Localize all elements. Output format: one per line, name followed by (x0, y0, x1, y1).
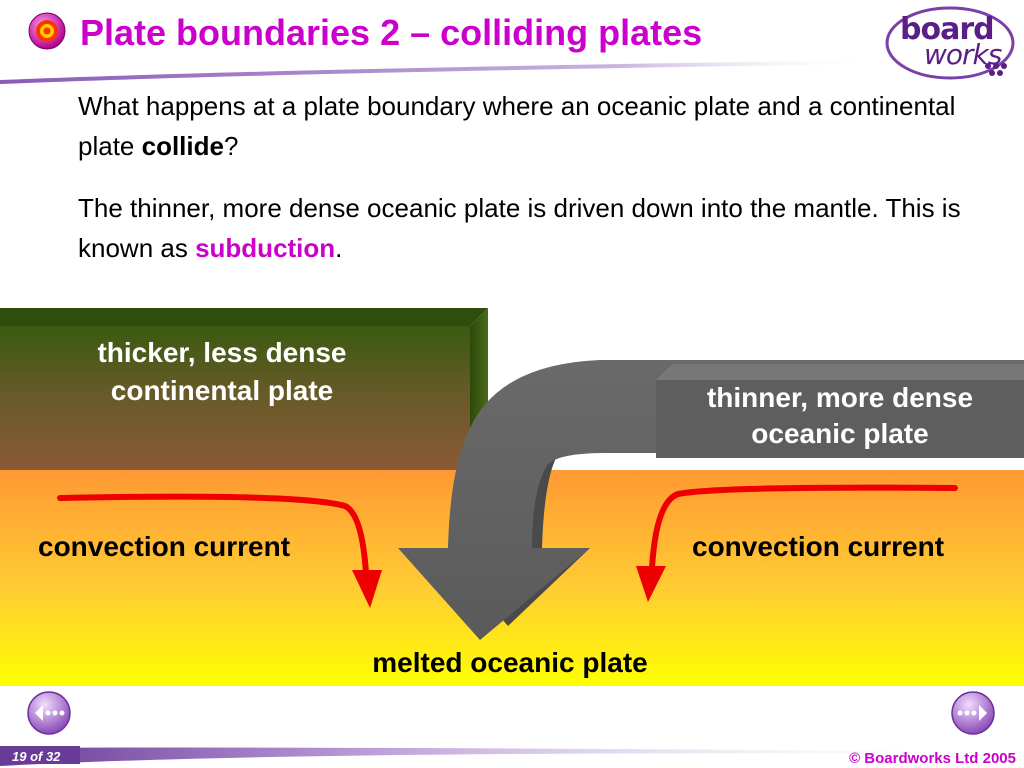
logo-word-works: works (924, 38, 1002, 71)
continental-label-line-1: thicker, less dense (97, 337, 347, 368)
oceanic-plate-top-face (656, 364, 1024, 380)
melted-oceanic-plate-label: melted oceanic plate (372, 647, 648, 678)
keyword-subduction: subduction (195, 233, 336, 263)
convection-current-left-arrow (57, 493, 369, 576)
copyright-notice: © Boardworks Ltd 2005 (849, 750, 1016, 767)
question-paragraph: What happens at a plate boundary where a… (78, 86, 978, 166)
forward-arrow-icon[interactable] (950, 690, 996, 736)
oceanic-label-line-1: thinner, more dense (706, 382, 974, 413)
continental-label-line-2: continental plate (110, 375, 334, 406)
convection-current-left-label: convection current (38, 531, 291, 562)
question-end: ? (223, 131, 239, 161)
question-text: What happens at a plate boundary where a… (78, 91, 956, 161)
title-underline (0, 60, 880, 84)
convection-current-right-arrow (649, 484, 958, 571)
subduction-diagram (0, 308, 1024, 686)
convection-current-left-arrowhead (352, 570, 382, 608)
convection-current-right-label: convection current (692, 531, 945, 562)
oceanic-plate-label: thinner, more dense oceanic plate (660, 380, 1020, 452)
convection-current-right-arrowhead (636, 566, 666, 602)
answer-text: The thinner, more dense oceanic plate is… (78, 193, 961, 263)
oceanic-label-line-2: oceanic plate (751, 418, 929, 449)
page-title: Plate boundaries 2 – colliding plates (80, 12, 703, 53)
answer-paragraph: The thinner, more dense oceanic plate is… (78, 188, 978, 268)
continental-plate-top-face (0, 308, 488, 326)
target-icon (28, 12, 66, 50)
logo-word-board: board (900, 12, 995, 47)
back-arrow-icon[interactable] (26, 690, 72, 736)
answer-end: . (335, 233, 343, 263)
page-number: 19 of 32 (12, 749, 61, 764)
keyword-collide: collide (141, 131, 224, 161)
continental-plate (0, 326, 470, 470)
continental-plate-label: thicker, less dense continental plate (30, 334, 414, 410)
boardworks-logo: board works (884, 4, 1020, 82)
oceanic-plate-front-face (656, 380, 1024, 458)
footer-bar (0, 746, 1024, 766)
